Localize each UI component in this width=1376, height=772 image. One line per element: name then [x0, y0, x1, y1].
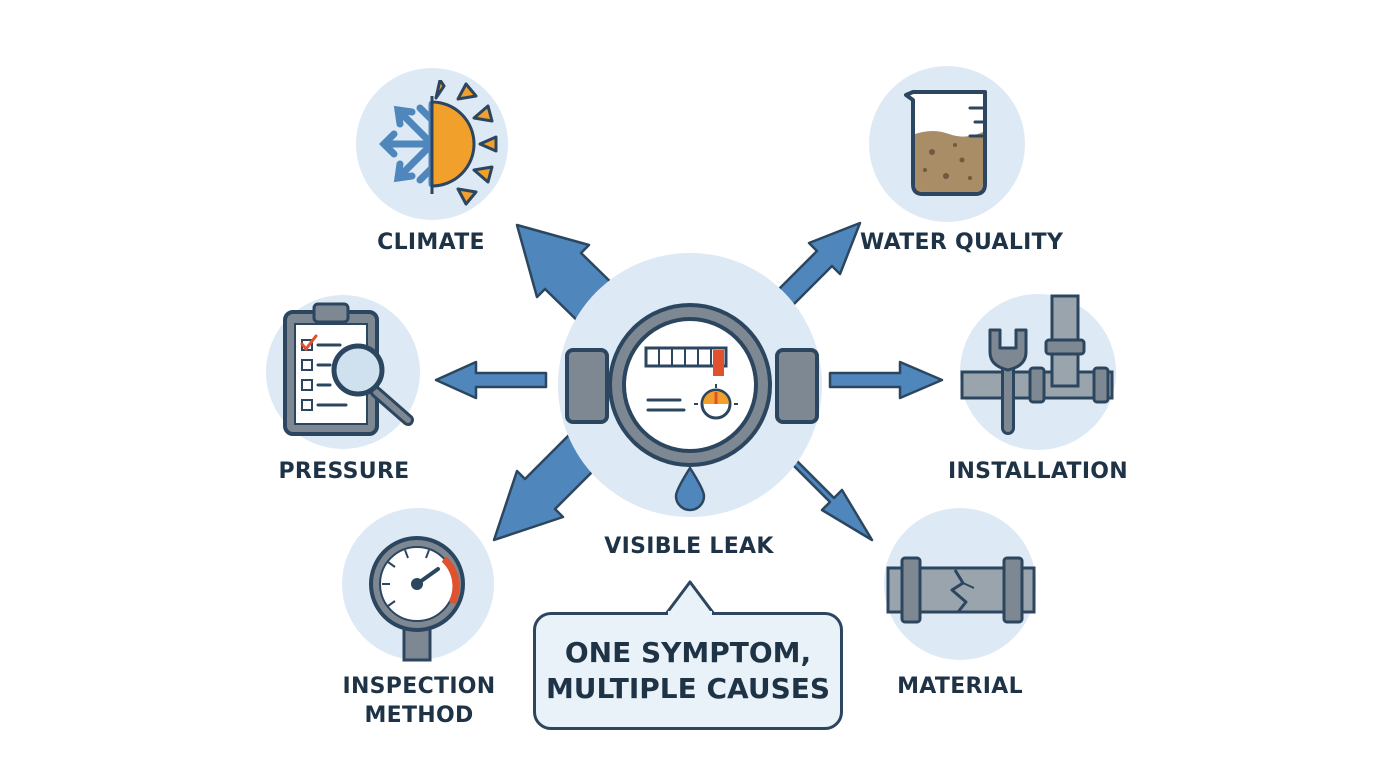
pressure-node: [266, 295, 420, 449]
callout-line2: MULTIPLE CAUSES: [545, 672, 831, 705]
water-quality-label: WATER QUALITY: [860, 230, 1064, 255]
installation-node: [960, 294, 1116, 450]
arrow-to-pressure: [434, 360, 548, 400]
water-drop-icon: [674, 465, 706, 512]
callout-text: ONE SYMPTOM, MULTIPLE CAUSES: [533, 612, 843, 730]
material-label: MATERIAL: [897, 674, 1023, 699]
arrow-to-installation: [828, 360, 944, 400]
sediment-beaker-icon: [904, 90, 987, 196]
callout-line1: ONE SYMPTOM,: [564, 636, 812, 669]
visible-leak-node: [558, 253, 822, 517]
callout-pointer: [664, 580, 716, 616]
installation-label: INSTALLATION: [947, 459, 1129, 484]
inspection-method-label-line1: INSPECTION: [342, 674, 496, 699]
visible-leak-label: VISIBLE LEAK: [604, 534, 774, 559]
callout-box: [533, 612, 843, 730]
pressure-label: PRESSURE: [278, 459, 410, 484]
inspection-method-label-line2: METHOD: [364, 703, 474, 728]
snowflake-sun-icon: [379, 80, 498, 206]
pressure-gauge-icon: [369, 536, 465, 662]
wrench-pipe-icon: [960, 294, 1114, 435]
climate-label: CLIMATE: [377, 230, 485, 255]
water-quality-node: [869, 66, 1025, 222]
climate-node: [356, 68, 508, 220]
cracked-pipe-icon: [886, 556, 1036, 624]
material-node: [884, 508, 1036, 660]
inspection-method-node: [342, 508, 494, 662]
water-meter-icon: [565, 303, 819, 467]
clipboard-magnifier-icon: [283, 302, 414, 436]
